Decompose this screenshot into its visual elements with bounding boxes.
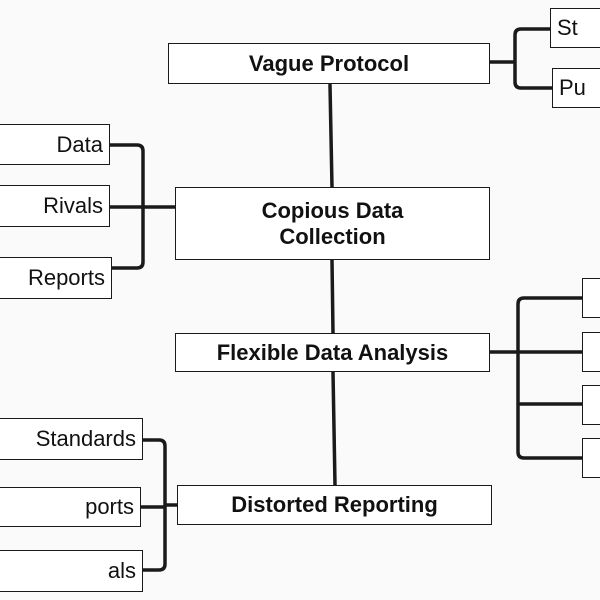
collection-left-box-1: Data [0, 124, 110, 165]
analysis-right-box-3 [582, 385, 600, 425]
copious-data-collection-box: Copious Data Collection [175, 187, 490, 260]
protocol-right-box-2: Pu [552, 68, 600, 108]
analysis-right-box-2 [582, 332, 600, 372]
reporting-left-label-3: als [107, 558, 136, 584]
flexible-data-analysis-label: Flexible Data Analysis [216, 339, 449, 365]
analysis-right-box-4 [582, 438, 600, 478]
reporting-left-box-3: als [0, 550, 143, 592]
spine-line-2 [330, 258, 335, 335]
collection-left-label-1: Data [56, 131, 103, 157]
protocol-right-label-2: Pu [559, 75, 586, 101]
copious-data-collection-label: Copious Data Collection [261, 198, 404, 249]
analysis-bracket [488, 296, 584, 460]
reporting-left-label-2: ports [85, 494, 134, 520]
analysis-right-box-1 [582, 278, 600, 318]
protocol-right-label-1: St [557, 15, 578, 41]
collection-bracket [108, 143, 177, 270]
vague-protocol-label: Vague Protocol [248, 50, 410, 76]
collection-left-box-2: Rivals [0, 185, 110, 227]
reporting-left-box-1: Standards [0, 418, 143, 460]
distorted-reporting-label: Distorted Reporting [231, 492, 438, 518]
flexible-data-analysis-box: Flexible Data Analysis [175, 333, 490, 372]
reporting-left-label-1: Standards [35, 426, 136, 452]
collection-left-box-3: Reports [0, 257, 112, 299]
protocol-right-box-1: St [550, 8, 600, 48]
collection-left-label-3: Reports [27, 265, 105, 291]
protocol-bracket [488, 27, 554, 90]
collection-left-label-2: Rivals [43, 193, 103, 219]
reporting-left-box-2: ports [0, 487, 141, 527]
spine-line-1 [328, 83, 334, 189]
distorted-reporting-box: Distorted Reporting [177, 485, 492, 525]
reporting-bracket [139, 438, 179, 572]
vague-protocol-box: Vague Protocol [168, 43, 490, 84]
spine-line-3 [331, 370, 337, 487]
